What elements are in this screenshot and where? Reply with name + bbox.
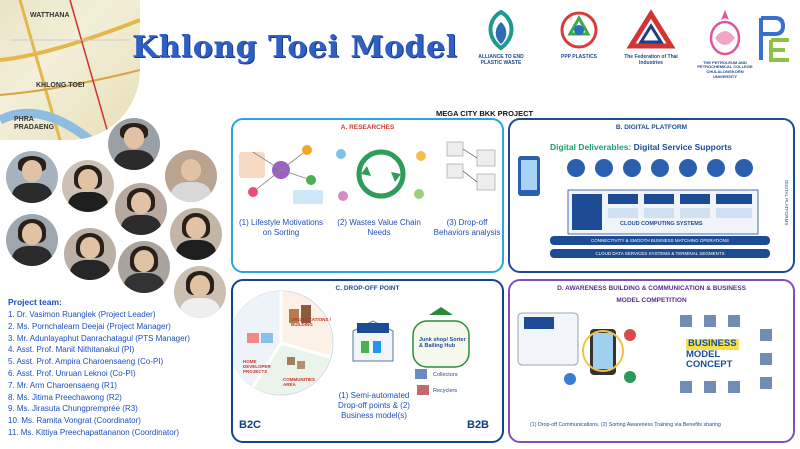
avatar-team-member: [165, 150, 217, 202]
avatar-team-member: [108, 118, 160, 170]
avatar-team-member: [62, 160, 114, 212]
avatar-team-member: [170, 208, 222, 260]
logo-fti: The Federation of Thai Industries: [616, 8, 686, 66]
concept-line-1: BUSINESS: [686, 338, 739, 350]
research-item-value-chain: (2) Wastes Value Chain Needs: [337, 218, 421, 237]
cloud-computing-label: CLOUD COMPUTING SYSTEMS: [620, 221, 703, 227]
digital-deliverables-prefix: Digital Deliverables:: [550, 142, 632, 152]
awareness-diagram: [517, 312, 772, 393]
team-member: 7. Mr. Arm Charoensaeng (R1): [8, 380, 117, 390]
area-map: WATTHANA KHLONG TOEI PHRA PRADAENG: [0, 0, 140, 140]
team-member: 10. Ms. Ramita Vongrat (Coordinator): [8, 416, 141, 426]
panel-awareness: D. AWARENESS BUILDING & COMMUNICATION & …: [508, 279, 795, 443]
logo-pe: [755, 14, 795, 67]
map-label-phra-pradaeng: PHRA PRADAENG: [14, 116, 55, 131]
logo-alliance-text: ALLIANCE TO END PLASTIC WASTE: [478, 53, 524, 66]
team-member: 4. Asst. Prof. Manit Nithitanakul (PI): [8, 345, 135, 355]
hub-label: Junk shop/ Sorter & Bailing Hub: [419, 337, 466, 349]
digital-bar-connectivity: CONNECTIVITY & SMOOTH BUSINESS MATCHING …: [550, 236, 770, 245]
team-member: 11. Ms. Kittiya Preechapattananon (Coord…: [8, 427, 180, 437]
fti-triangle-icon: [626, 9, 676, 49]
research-diagrams: [239, 141, 496, 204]
research-item-dropoff: (3) Drop-off Behaviors analysis: [433, 218, 501, 237]
panel-awareness-title: D. AWARENESS BUILDING & COMMUNICATION & …: [557, 285, 746, 292]
logo-fti-text: The Federation of Thai Industries: [624, 53, 678, 66]
logo-ppc: THE PETROLEUM AND PETROCHEMICAL COLLEGE …: [695, 8, 755, 79]
avatar-team-member: [6, 214, 58, 266]
project-heading: MEGA CITY BKK PROJECT: [436, 109, 534, 118]
avatar-team-member: [115, 183, 167, 235]
dropoff-caption: (1) Semi-automated Drop-off points & (2)…: [338, 391, 410, 420]
research-item-lifestyle: (1) Lifestyle Motivations on Sorting: [238, 218, 324, 237]
map-label-khlong-toei: KHLONG TOEI: [36, 82, 85, 89]
map-roads: [0, 0, 140, 140]
avatar-team-member: [64, 228, 116, 280]
team-member: 8. Ms. Jitima Preechawong (R2): [8, 392, 122, 402]
avatar-team-member: [118, 241, 170, 293]
dropoff-diagram: [233, 290, 470, 396]
alliance-leaf-icon: [488, 9, 514, 51]
team-heading: Project team:: [8, 297, 62, 307]
panel-dropoff-title: C. DROP-OFF POINT: [335, 285, 400, 292]
sector-communities: COMMUNITIES AREA: [283, 377, 315, 387]
ppc-crest-icon: [709, 10, 741, 56]
digital-bar-cloud-data: CLOUD DATA SERVICES SYSTEMS & TERMINAL S…: [550, 249, 770, 258]
team-member: 1. Dr. Vasimon Ruanglek (Project Leader): [8, 310, 156, 319]
team-member: 5. Asst. Prof. Ampira Charoensaeng (Co-P…: [8, 357, 164, 367]
awareness-caption: (1) Drop-off Communications, (2) Sorting…: [530, 422, 721, 428]
digital-platform-diagram: [518, 156, 759, 235]
sector-home-developer: HOME DEVELOPER PROJECTS: [243, 359, 271, 374]
recyclers-label: Recyclers: [433, 388, 458, 394]
team-member: 3. Mr. Adunlayaphut Danrachatagul (PTS M…: [8, 333, 190, 343]
panel-digital-platform: B. DIGITAL PLATFORM Digital Deliverables…: [508, 118, 795, 273]
b2c-label: B2C: [239, 419, 262, 431]
logo-ppc-text: THE PETROLEUM AND PETROCHEMICAL COLLEGE: [697, 59, 753, 70]
logo-ppp-text: PPP PLASTICS: [560, 53, 598, 60]
panel-researches-title: A. RESEARCHES: [340, 124, 395, 131]
team-list: 1. Dr. Vasimon Ruanglek (Project Leader)…: [8, 309, 190, 439]
team-member: 9. Ms. Jirasuta Chungpremprée (R3): [8, 404, 138, 414]
logo-ppp: PPP PLASTICS: [550, 8, 608, 61]
concept-line-3: CONCEPT: [686, 359, 733, 370]
logo-alliance: ALLIANCE TO END PLASTIC WASTE: [470, 8, 532, 66]
panel-awareness-subtitle: MODEL COMPETITION: [616, 297, 687, 304]
map-label-watthana: WATTHANA: [30, 12, 70, 19]
concept-line-2: MODEL: [686, 348, 721, 360]
team-member: 2. Ms. Pornchalearn Deejai (Project Mana…: [8, 321, 171, 331]
sector-organizations: ORGANIZATIONS / BUILDING: [291, 317, 331, 327]
b2b-label: B2B: [467, 419, 490, 431]
digital-deliverables-suffix: Digital Service Supports: [633, 142, 732, 152]
pe-monogram-icon: [759, 16, 789, 62]
collectors-label: Collectors: [433, 372, 458, 378]
digital-deliverables: Digital Deliverables: Digital Service Su…: [550, 142, 732, 152]
ppp-recycle-icon: [560, 11, 598, 49]
panel-digital-title: B. DIGITAL PLATFORM: [615, 124, 688, 131]
digital-platforms-side-label: DIGITAL PLATFORMS: [784, 180, 789, 226]
panel-researches: A. RESEARCHES (1) Lifestyle Motivations …: [231, 118, 504, 273]
logo-cu-text: CHULALONGKORN UNIVERSITY: [706, 68, 744, 79]
business-model-concept: BUSINESS MODEL CONCEPT: [686, 338, 756, 379]
avatar-team-member: [6, 151, 58, 203]
team-member: 6. Asst. Prof. Unruan Leknoi (Co-PI): [8, 368, 136, 378]
avatar-team-member: [174, 266, 226, 318]
page-title: Khlong Toei Model: [132, 30, 458, 65]
panel-dropoff-point: C. DROP-OFF POINT ORGANIZATIONS / BUILDI…: [231, 279, 504, 443]
